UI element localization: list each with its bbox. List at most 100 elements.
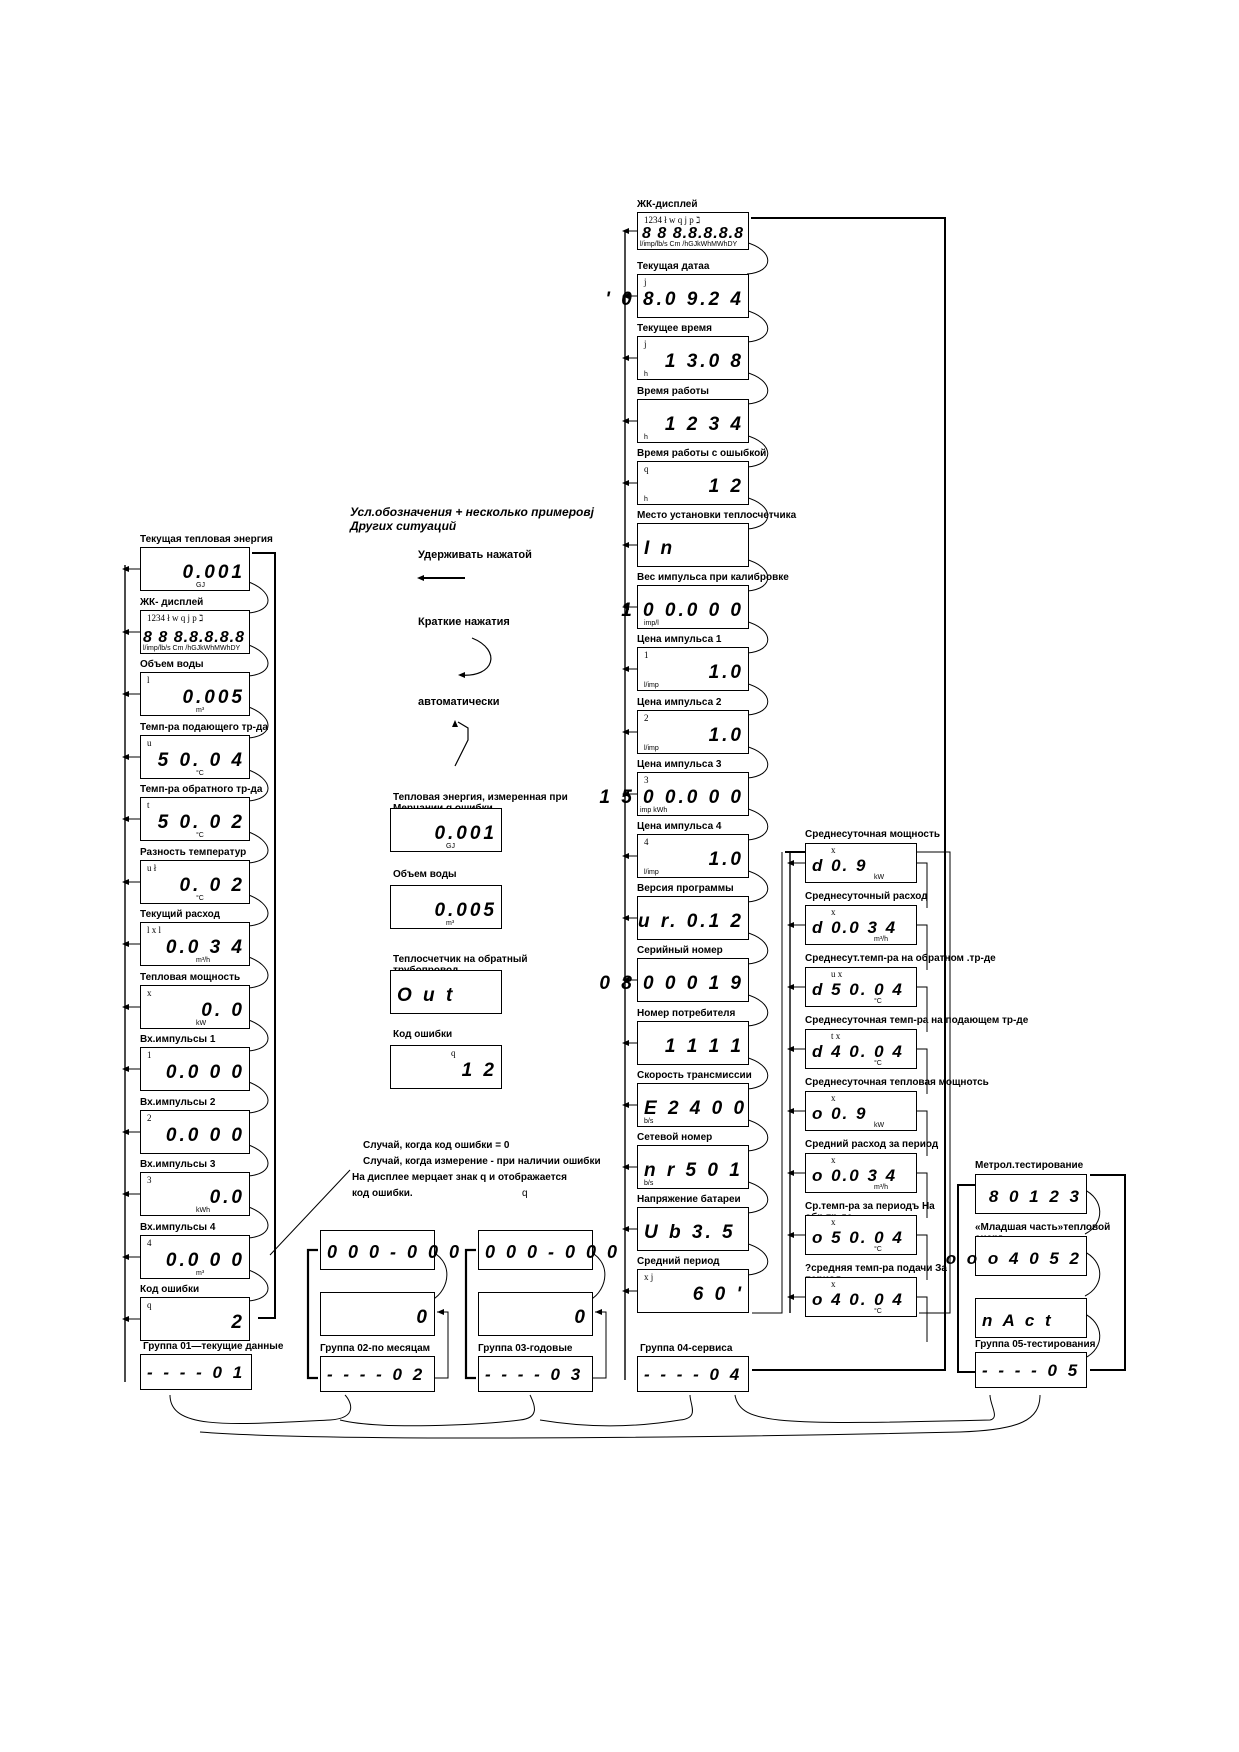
unit-label: l/imp: [644, 745, 659, 752]
indicator-symbols: 4: [644, 837, 649, 847]
group5-loop-line: [1090, 1174, 1126, 1371]
display-value: 6 0 ': [692, 1284, 744, 1305]
legend-auto-arrowhead: [452, 720, 458, 727]
display-label: Текущая датаа: [637, 261, 710, 272]
display-value: u r. 0.1 2: [637, 911, 744, 932]
unit-label: h: [644, 496, 648, 503]
group-loop-line: [464, 1248, 476, 1380]
legend-short-arrowhead: [458, 672, 465, 678]
group-mid-box: 0: [478, 1292, 593, 1336]
display-value: n r 5 0 1: [644, 1160, 743, 1181]
unit-label: m³/h: [874, 1184, 888, 1191]
display-value: o o o 4 0 5 2: [945, 1249, 1082, 1268]
short-press-arrow: [245, 580, 269, 614]
display-value: 5 0. 0 2: [157, 812, 245, 833]
display-value: 0 8 0 0 0 1 9: [599, 973, 744, 994]
display-value: o 0.0 3 4: [812, 1166, 898, 1185]
short-press-arrow: [744, 745, 769, 779]
unit-label: °C: [196, 895, 204, 902]
display-value: o 4 0. 0 4: [812, 1290, 904, 1309]
display-label: Текущая тепловая энергия: [140, 534, 273, 545]
auto-bus-line: [751, 217, 946, 1371]
auto-line: [917, 1172, 928, 1218]
short-press-arrow: [744, 309, 769, 343]
indicator-symbols: 3: [147, 1175, 152, 1185]
unit-label: kW: [196, 1020, 207, 1027]
group-cycle-arrow: [539, 1394, 693, 1427]
short-press-arrow: [1082, 1312, 1101, 1359]
display-label: Текущий расход: [140, 909, 220, 920]
indicator-symbols: j: [644, 339, 647, 349]
unit-label: imp kWh: [640, 807, 668, 814]
group-top-box: 0 0 0 - 0 0 0: [478, 1230, 617, 1270]
note-line-2: Случай, когда измерение - при наличии ош…: [363, 1156, 601, 1167]
display-value: 8 8 8.8.8.8.8: [143, 629, 245, 646]
indicator-symbols: x: [831, 907, 836, 917]
legend-auto-line: [454, 721, 469, 767]
display-label: Цена импульса 4: [637, 821, 722, 832]
display-value: 1 2 3 4: [664, 414, 744, 435]
unit-label: l/imp/lb/s Cm /hGJkWhMWhDY: [143, 645, 241, 652]
unit-label: b/s: [644, 1180, 654, 1187]
auto-line: [917, 986, 928, 1032]
group-value: - - - - 0 3: [485, 1365, 584, 1384]
display-label: Объем воды: [140, 659, 204, 670]
example-label: Объем воды: [393, 869, 457, 880]
indicator-symbols: x: [147, 988, 152, 998]
display-label: Напряжение батареи: [637, 1194, 741, 1205]
indicator-symbols: x: [831, 1279, 836, 1289]
display-value: 0. 0 2: [179, 875, 245, 896]
display-label: Тепловая мощность: [140, 972, 241, 983]
group-auto-line: [593, 1311, 607, 1379]
legend-hold-text: Удерживать нажатой: [418, 549, 532, 561]
indicator-symbols: x: [831, 1155, 836, 1165]
group-auto-line: [435, 1311, 449, 1379]
display-label: Темп-ра подающего тр-да: [140, 722, 268, 733]
unit-label: GJ: [446, 843, 455, 850]
group-mid-value: 0: [416, 1307, 430, 1328]
display-label: Цена импульса 3: [637, 759, 722, 770]
display-value: o 5 0. 0 4: [812, 1228, 904, 1247]
short-press-arrow: [245, 955, 269, 989]
display-value: 0.0: [209, 1187, 245, 1208]
display-label: ЖК- дисплей: [140, 597, 204, 608]
short-press-arrow: [744, 1118, 769, 1152]
unit-label: °C: [874, 998, 882, 1005]
auto-line: [917, 1296, 928, 1342]
indicator-symbols: q: [147, 1300, 152, 1310]
display-label: Вес импульса при калибровке: [637, 572, 789, 583]
unit-label: kW: [874, 874, 885, 881]
group5-hold-line: [957, 1184, 975, 1373]
display-value: 0.0 0 0: [165, 1250, 245, 1271]
short-press-arrow: [744, 241, 769, 275]
indicator-symbols: u: [147, 738, 152, 748]
short-press-arrow: [245, 705, 269, 739]
lcd-display-box: 8 0 1 2 3: [975, 1174, 1087, 1214]
indicator-symbols: l: [147, 675, 150, 685]
indicator-symbols: u ł: [147, 863, 157, 873]
display-label: Сетевой номер: [637, 1132, 713, 1143]
display-value: E 2 4 0 0: [644, 1098, 748, 1119]
display-value: d 4 0. 0 4: [812, 1042, 904, 1061]
display-value: 1.0: [708, 662, 744, 683]
display-value: ' 0 8.0 9.2 4: [605, 289, 744, 310]
display-value: d 0.0 3 4: [812, 918, 898, 937]
unit-label: °C: [874, 1060, 882, 1067]
display-value: 8 8 8.8.8.8.8: [642, 225, 744, 242]
indicator-symbols: 3: [644, 775, 649, 785]
short-press-arrow: [744, 1056, 769, 1090]
short-press-arrow: [744, 993, 769, 1027]
col5-link-line: [752, 852, 783, 1314]
display-value: 1 3.0 8: [664, 351, 744, 372]
group-loop-line: [306, 1248, 318, 1380]
group-box-04: - - - - 0 4: [637, 1356, 749, 1392]
display-label: Темп-ра обратного тр-да: [140, 784, 263, 795]
